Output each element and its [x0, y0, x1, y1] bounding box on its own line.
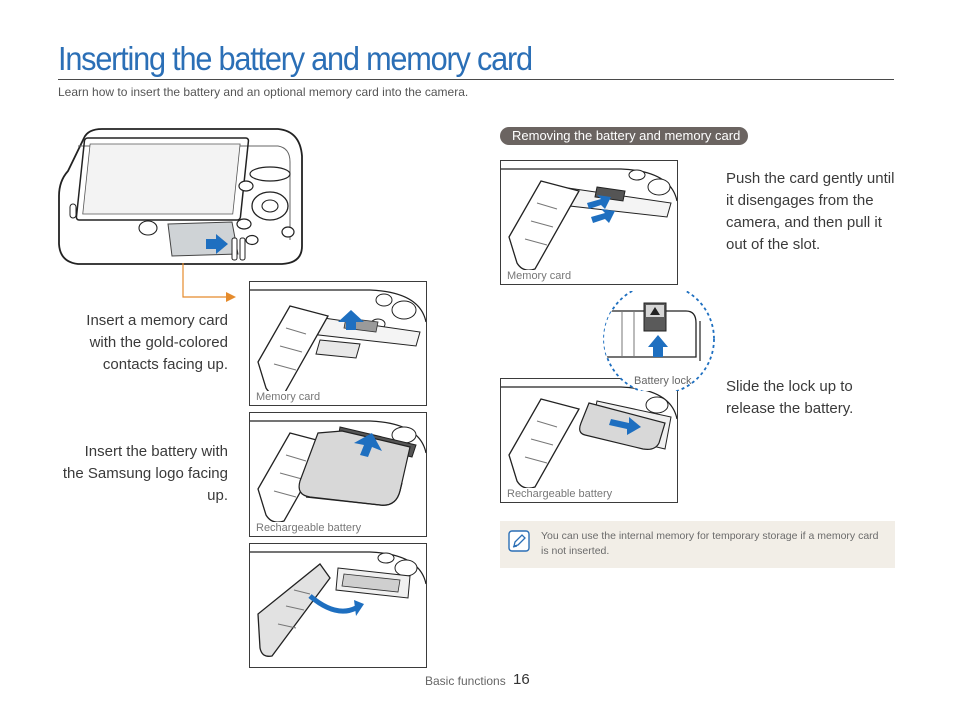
footer-page-number: 16 [513, 671, 530, 688]
remove-battery-caption: Slide the lock up to release the battery… [726, 378, 854, 417]
note-text: You can use the internal memory for temp… [541, 530, 879, 557]
page-title: Inserting the battery and memory card [58, 40, 533, 77]
fig-label-rechargeable-battery: Rechargeable battery [505, 488, 615, 500]
fig-label-memory-card: Memory card [505, 270, 574, 282]
insert-battery-caption: Insert the battery with the Samsung logo… [62, 443, 228, 504]
figure-close-cover [249, 543, 427, 668]
leader-arrow [182, 263, 236, 302]
note-pencil-icon [508, 530, 530, 552]
battery-lock-label: Battery lock [634, 375, 692, 387]
insert-card-caption: Insert a memory card with the gold-color… [86, 312, 228, 373]
title-divider [58, 79, 894, 80]
battery-lock-magnifier [603, 291, 715, 391]
fig-label-memory-card: Memory card [254, 391, 323, 403]
figure-insert-memory-card: Memory card [249, 281, 427, 406]
figure-remove-battery: Rechargeable battery [500, 378, 678, 503]
figure-remove-memory-card: Memory card [500, 160, 678, 285]
section-heading-pill: Removing the battery and memory card [500, 127, 749, 145]
fig-label-rechargeable-battery: Rechargeable battery [254, 522, 364, 534]
intro-text: Learn how to insert the battery and an o… [58, 85, 469, 99]
note-box [500, 521, 895, 568]
remove-card-caption: Push the card gently until it disengages… [726, 170, 895, 253]
camera-back-illustration [58, 128, 303, 265]
footer-section-name: Basic functions [425, 674, 506, 688]
figure-insert-battery: Rechargeable battery [249, 412, 427, 537]
